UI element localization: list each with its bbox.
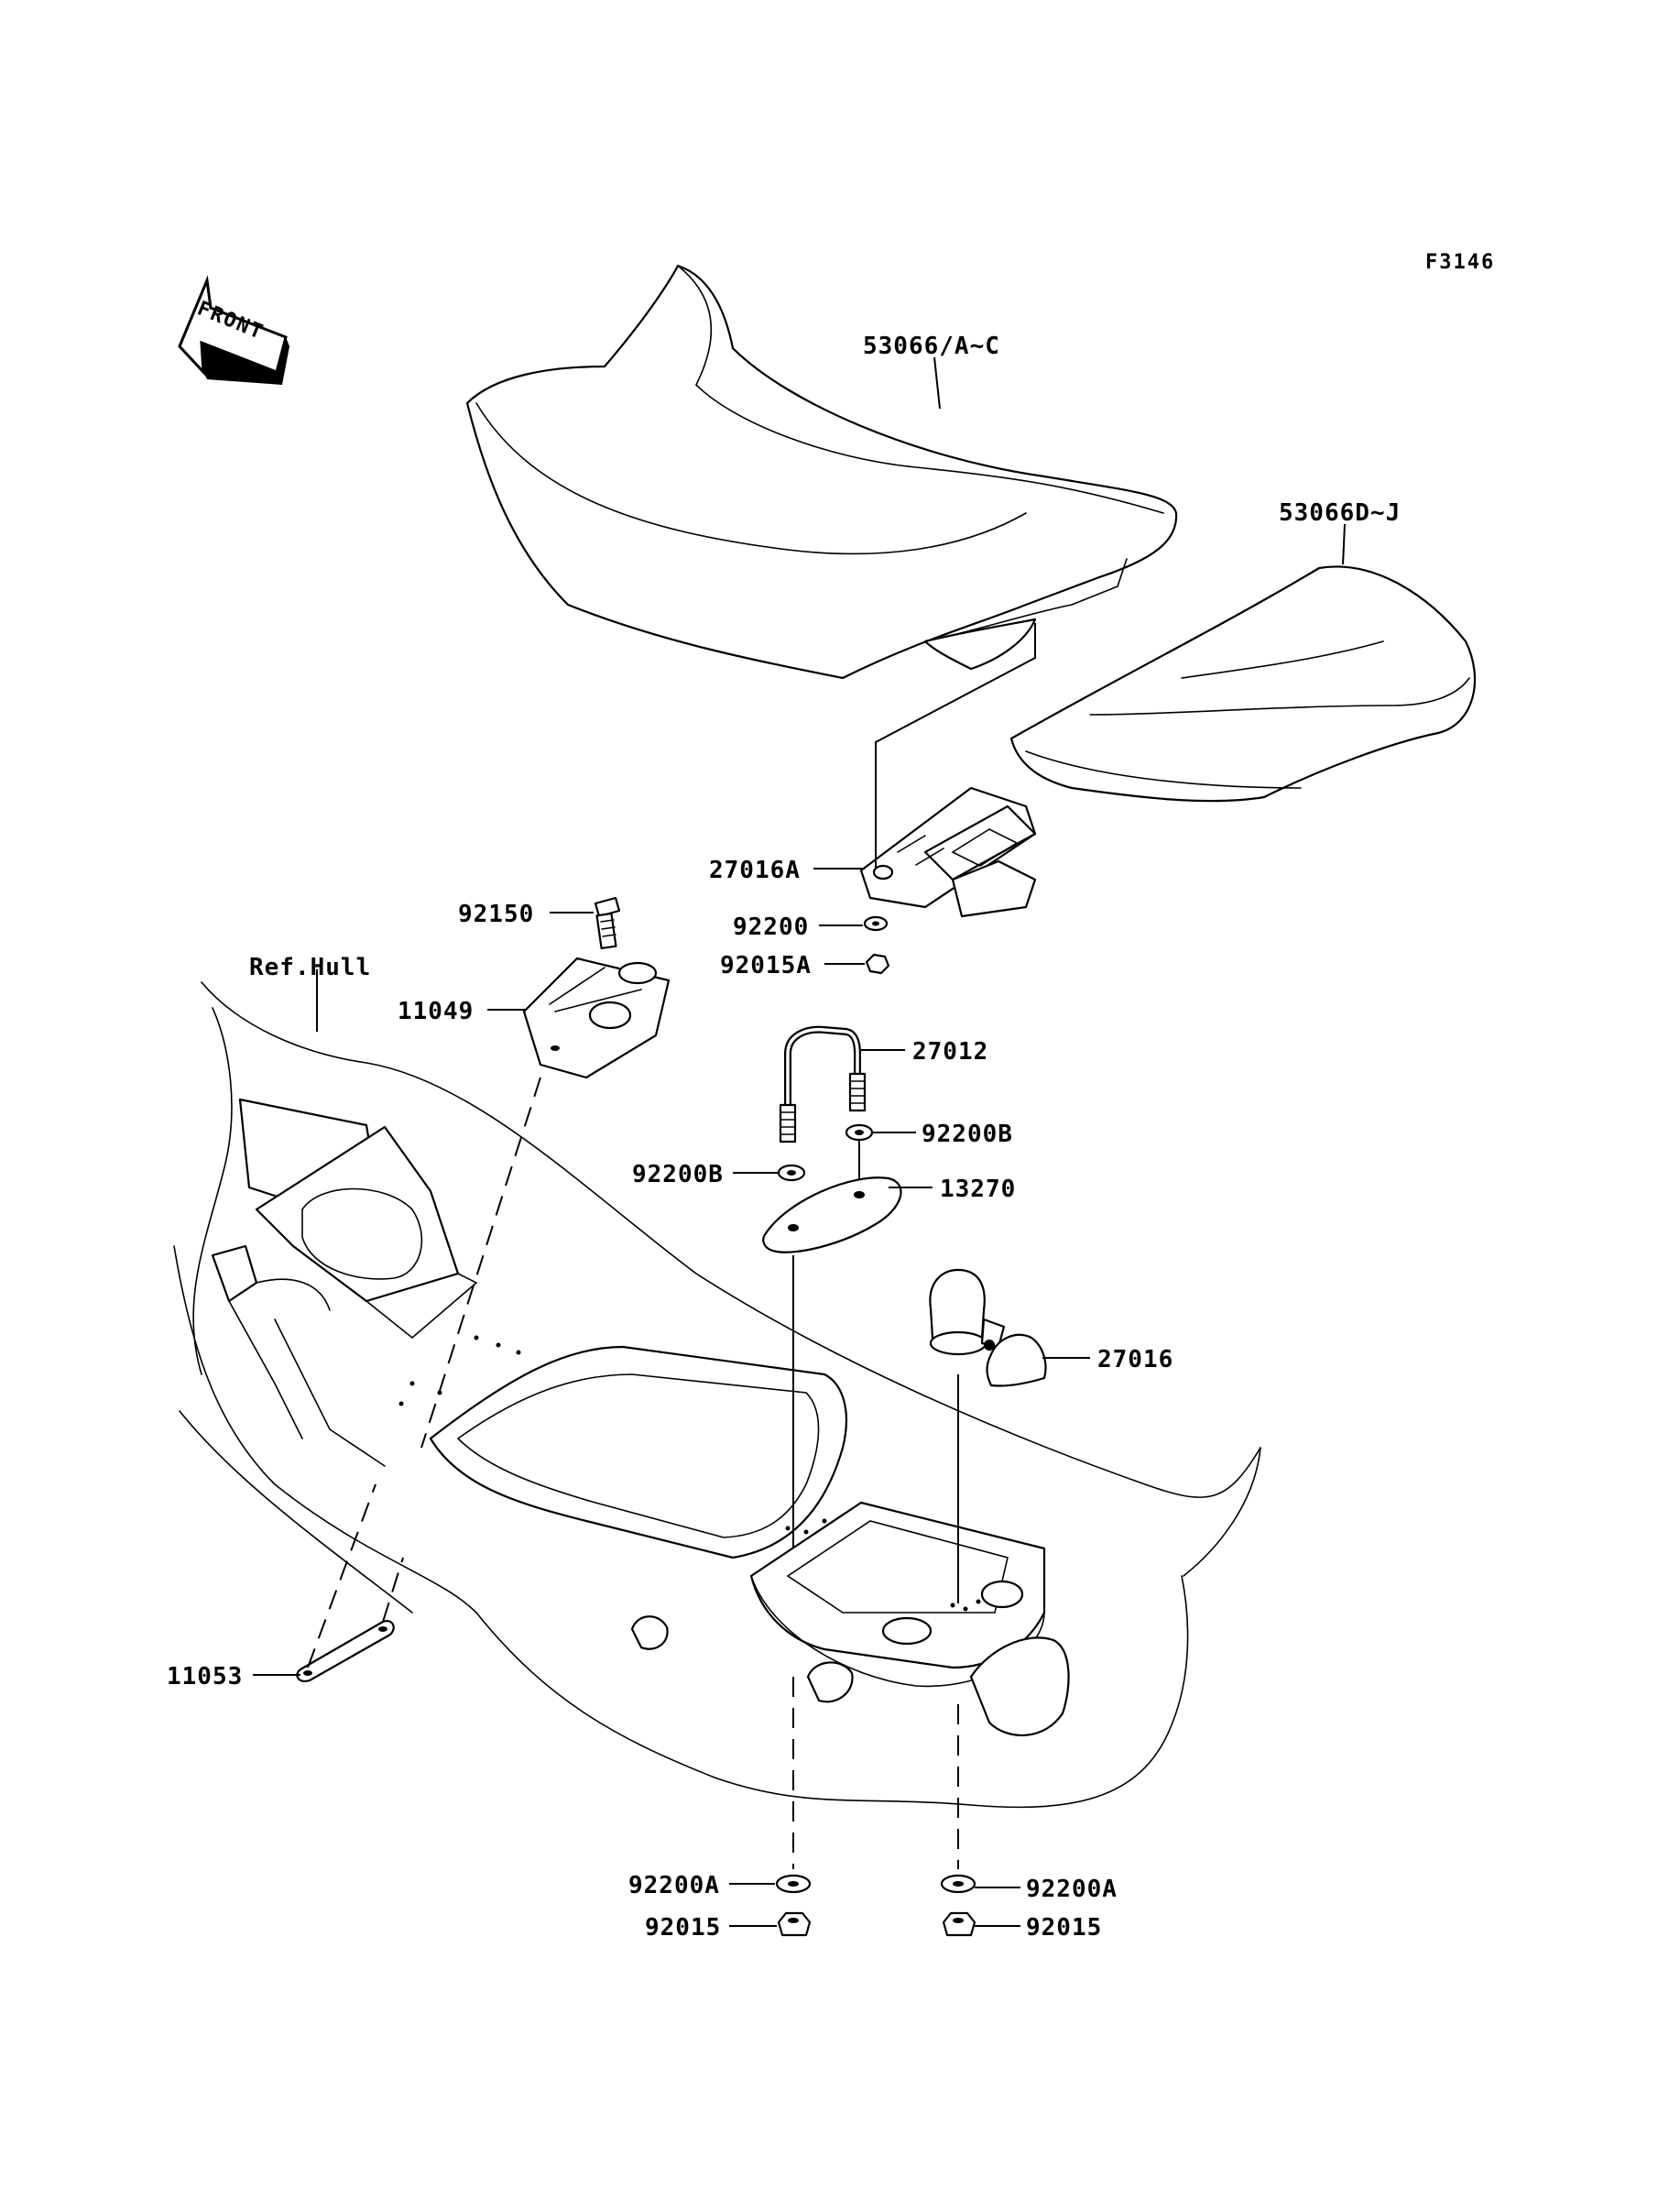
seat-rear[interactable]: [1009, 565, 1477, 803]
u-bolt[interactable]: [779, 1025, 867, 1143]
nut-upper-icon[interactable]: [865, 953, 890, 975]
plate[interactable]: [762, 1176, 902, 1253]
callout-leaders: [253, 356, 1346, 1927]
label-latch-bracket: 27016A: [709, 857, 801, 884]
hull: [173, 981, 1261, 1809]
washer-a-left-icon[interactable]: [775, 1874, 812, 1894]
label-washer-a-left: 92200A: [628, 1872, 720, 1899]
seat-front[interactable]: [465, 264, 1178, 680]
figure-code: F3146: [1425, 251, 1495, 274]
label-nut-right: 92015: [1026, 1914, 1102, 1942]
front-arrow-icon: FRONT: [178, 275, 289, 385]
label-washer-upper: 92200: [733, 914, 809, 941]
label-washer-b-left: 92200B: [632, 1161, 724, 1188]
label-ref-hull: Ref.Hull: [249, 954, 371, 981]
leader-strap-hull-a: [307, 1483, 376, 1668]
nut-right-icon[interactable]: [942, 1911, 976, 1937]
label-nut-left: 92015: [645, 1914, 721, 1942]
label-plate: 13270: [940, 1176, 1016, 1203]
nut-left-icon[interactable]: [777, 1911, 812, 1937]
label-strap-plate: 11053: [167, 1663, 243, 1690]
label-seat-rear: 53066D~J: [1279, 499, 1401, 527]
leader-strap-hull-b: [382, 1557, 404, 1623]
latch-bracket[interactable]: [859, 786, 1037, 918]
label-nut-upper: 92015A: [720, 952, 812, 979]
washer-a-right-icon[interactable]: [940, 1874, 976, 1894]
washer-upper-icon[interactable]: [863, 915, 889, 932]
label-washer-a-right: 92200A: [1026, 1876, 1118, 1903]
bolt-icon[interactable]: [594, 896, 621, 950]
label-washer-b-right: 92200B: [922, 1121, 1013, 1148]
washer-b-left-icon[interactable]: [777, 1164, 806, 1182]
leader-seat-latch: [875, 623, 1036, 869]
leader-plate-hull: [420, 1077, 541, 1449]
bracket-plate[interactable]: [522, 957, 671, 1079]
label-bolt: 92150: [458, 901, 534, 928]
strap-plate[interactable]: [296, 1620, 395, 1682]
label-seat-lock: 27016: [1097, 1346, 1173, 1373]
washer-b-right-icon[interactable]: [845, 1123, 874, 1142]
label-bracket-plate: 11049: [398, 998, 474, 1025]
label-u-bolt: 27012: [912, 1038, 988, 1066]
label-seat-front: 53066/A~C: [863, 333, 1000, 360]
seat-lock[interactable]: [929, 1268, 1047, 1387]
